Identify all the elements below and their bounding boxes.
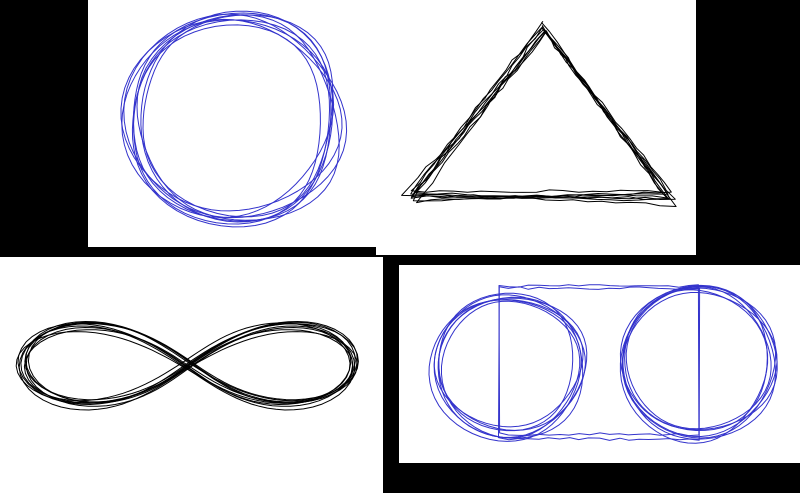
capsule-right-circle-loop xyxy=(621,287,777,439)
circle-stroke-loop xyxy=(121,19,335,218)
circle-sketch xyxy=(120,10,348,228)
capsule-left-circle-loop xyxy=(433,299,584,428)
capsule-outline-stroke xyxy=(498,286,701,441)
circle-stroke-loop xyxy=(136,14,340,221)
circle-stroke-loop xyxy=(120,18,343,212)
triangle-stroke-loop xyxy=(410,26,670,200)
circle-sketch-panel xyxy=(88,0,376,247)
capsule-sketch-panel xyxy=(399,265,800,463)
triangle-stroke-loop xyxy=(416,27,669,204)
capsule-outline-stroke xyxy=(498,284,700,437)
triangle-sketch xyxy=(401,21,677,207)
triangle-stroke-loop xyxy=(411,30,676,200)
capsule-left-circle-loop xyxy=(441,300,581,439)
triangle-stroke-loop xyxy=(401,31,669,202)
circle-stroke-loop xyxy=(142,14,334,218)
capsule-right-circle-loop xyxy=(622,292,778,437)
infinity-stroke-loop xyxy=(15,331,358,404)
capsule-left-circle-loop xyxy=(438,292,574,432)
triangle-sketch-panel xyxy=(376,0,696,255)
circle-stroke-loop xyxy=(131,19,330,228)
infinity-stroke-loop xyxy=(24,323,359,401)
infinity-stroke-loop xyxy=(27,321,356,404)
infinity-sketch-panel xyxy=(0,257,383,493)
triangle-stroke-loop xyxy=(415,30,677,207)
infinity-stroke-loop xyxy=(17,323,352,405)
capsule-right-circle-loop xyxy=(624,285,768,431)
infinity-stroke-loop xyxy=(20,322,351,402)
triangle-stroke-loop xyxy=(410,25,663,193)
infinity-sketch xyxy=(15,321,359,411)
circle-stroke-loop xyxy=(123,13,348,219)
triangle-stroke-loop xyxy=(412,31,672,202)
capsule-left-circle-loop xyxy=(428,299,582,442)
triangle-stroke-loop xyxy=(410,21,668,199)
double-circle-capsule-sketch xyxy=(428,284,778,444)
capsule-right-circle-loop xyxy=(625,286,772,430)
circle-stroke-loop xyxy=(133,12,332,222)
